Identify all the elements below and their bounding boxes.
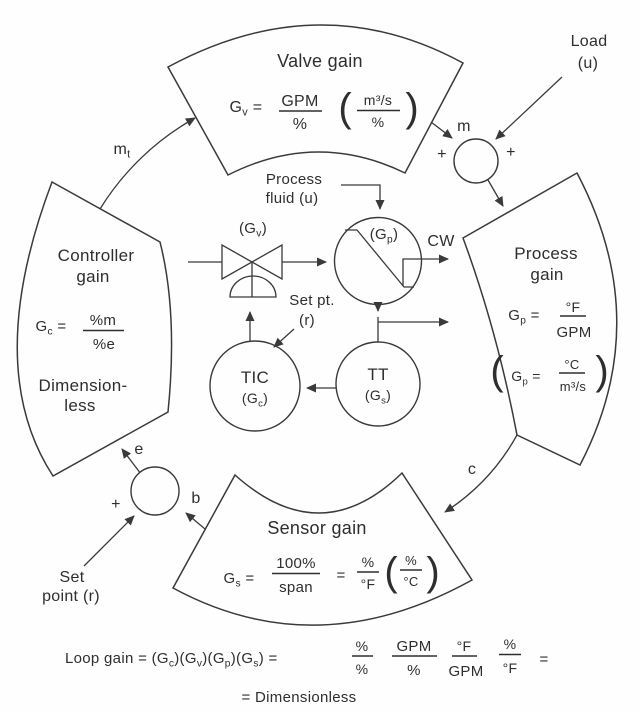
- sensor-gain-f2-num: %: [362, 554, 375, 570]
- loop-f2-den: %: [407, 662, 421, 679]
- sensor-gain-eq2: =: [336, 567, 345, 584]
- process-fluid-label-2: fluid (u): [266, 190, 319, 207]
- process-gain-lhs: Gp =: [508, 307, 539, 327]
- sensor-gain-segment: [171, 471, 474, 626]
- tt-transmitter: [335, 341, 421, 427]
- exchanger-label: (Gp): [370, 226, 399, 246]
- sum-top-output-arrow: [487, 179, 504, 207]
- loop-f3-den: GPM: [448, 663, 483, 680]
- sensor-gain-alt-den: °C: [403, 574, 418, 589]
- valve-gain-f1-den: %: [293, 116, 308, 133]
- load-label-1: Load: [571, 33, 608, 50]
- tt-label: TT: [367, 365, 388, 384]
- mt-signal-label: mt: [114, 141, 131, 161]
- plus-sign-left: +: [437, 146, 447, 163]
- sensor-gain-title: Sensor gain: [267, 518, 366, 538]
- tic-gain-label: (Gc): [242, 390, 268, 410]
- load-input-arrow: [495, 76, 563, 140]
- process-gain-alt-lhs: Gp =: [511, 368, 540, 388]
- tt-gain-label: (Gs): [365, 387, 391, 407]
- set-point-label-1: Set: [60, 569, 85, 586]
- mt-arc-arrow: [99, 117, 196, 210]
- sensor-gain-f1-num: 100%: [276, 555, 316, 572]
- loop-f1-num: %: [356, 638, 369, 654]
- controller-gain-f1-den: %e: [93, 336, 115, 353]
- e-signal-label: e: [134, 441, 143, 458]
- valve-gain-f2-num: m³/s: [364, 92, 392, 108]
- valve-gain-f1-num: GPM: [281, 93, 318, 110]
- valve-actuator-dome: [229, 275, 277, 298]
- error-output-arrow: [121, 448, 142, 475]
- tic-controller: [209, 340, 301, 432]
- process-gain-f1-den: GPM: [556, 324, 591, 341]
- tic-label: TIC: [241, 368, 269, 387]
- summing-junction-top: [453, 138, 499, 184]
- controller-gain-note-1: Dimension-: [39, 376, 128, 395]
- loop-gain-lead: Loop gain = (Gc)(Gv)(Gp)(Gs) =: [65, 650, 278, 670]
- c-signal-label: c: [468, 461, 476, 478]
- controller-gain-segment: [16, 180, 173, 477]
- valve-gain-paren-open: (: [338, 86, 352, 130]
- sensor-gain-f2-den: °F: [361, 576, 376, 592]
- valve-gain-segment: [166, 24, 465, 176]
- summing-junction-bottom: [130, 466, 180, 516]
- loop-gain-result: = Dimensionless: [242, 689, 357, 706]
- load-label-2: (u): [578, 55, 598, 72]
- c-arc-arrow: [444, 434, 518, 513]
- valve-gain-f2-den: %: [372, 114, 385, 130]
- exchanger-coil-line: [345, 229, 414, 288]
- valve-symbol-label: (Gv): [239, 220, 267, 240]
- process-gain-paren-close: ): [595, 349, 608, 393]
- plus-sign-setpoint: +: [111, 496, 121, 513]
- cw-label: CW: [427, 233, 455, 250]
- valve-gain-title: Valve gain: [277, 51, 363, 71]
- feedback-input-arrow: [185, 512, 206, 530]
- setpoint-input-arrow: [83, 515, 135, 567]
- set-point-label-2: point (r): [42, 588, 100, 605]
- plus-sign-right: +: [506, 144, 516, 161]
- process-gain-title-2: gain: [530, 265, 563, 284]
- process-gain-segment: [462, 171, 618, 466]
- process-fluid-arrow: [341, 184, 385, 210]
- loop-equals-tail: =: [539, 651, 548, 668]
- b-signal-label: b: [191, 490, 200, 507]
- process-gain-title-1: Process: [514, 244, 578, 263]
- valve-gain-lhs: Gv =: [230, 99, 263, 119]
- process-fluid-label-1: Process: [266, 171, 322, 188]
- loop-f3-num: °F: [457, 638, 472, 654]
- sensor-gain-paren-close: ): [426, 550, 439, 594]
- process-gain-paren-open: (: [490, 349, 504, 393]
- loop-f4-num: %: [504, 636, 517, 652]
- process-gain-alt-num: °C: [564, 357, 579, 372]
- process-gain-alt-den: m³/s: [560, 379, 587, 394]
- cw-outlet-arrow: [402, 254, 449, 286]
- sensor-gain-paren-open: (: [384, 550, 398, 594]
- m-input-arrow: [430, 121, 453, 139]
- controller-gain-title-1: Controller: [58, 246, 135, 265]
- loop-f1-den: %: [356, 661, 369, 677]
- process-gain-f1-num: °F: [566, 299, 581, 315]
- valve-gain-paren-close: ): [405, 86, 418, 130]
- controller-gain-note-2: less: [64, 396, 95, 415]
- setpt-to-tic-arrow: [273, 328, 295, 348]
- set-pt-label-2: (r): [299, 312, 315, 329]
- sensor-gain-lhs: Gs =: [224, 570, 255, 590]
- m-signal-label: m: [457, 118, 471, 135]
- loop-f2-num: GPM: [396, 638, 431, 655]
- sensor-gain-f1-den: span: [279, 579, 313, 596]
- controller-gain-title-2: gain: [76, 267, 109, 286]
- loop-f4-den: °F: [503, 660, 518, 676]
- sensor-gain-alt-num: %: [405, 553, 417, 568]
- controller-gain-f1-num: %m: [90, 312, 116, 329]
- set-pt-label-1: Set pt.: [289, 292, 334, 309]
- controller-gain-lhs: Gc =: [36, 318, 67, 338]
